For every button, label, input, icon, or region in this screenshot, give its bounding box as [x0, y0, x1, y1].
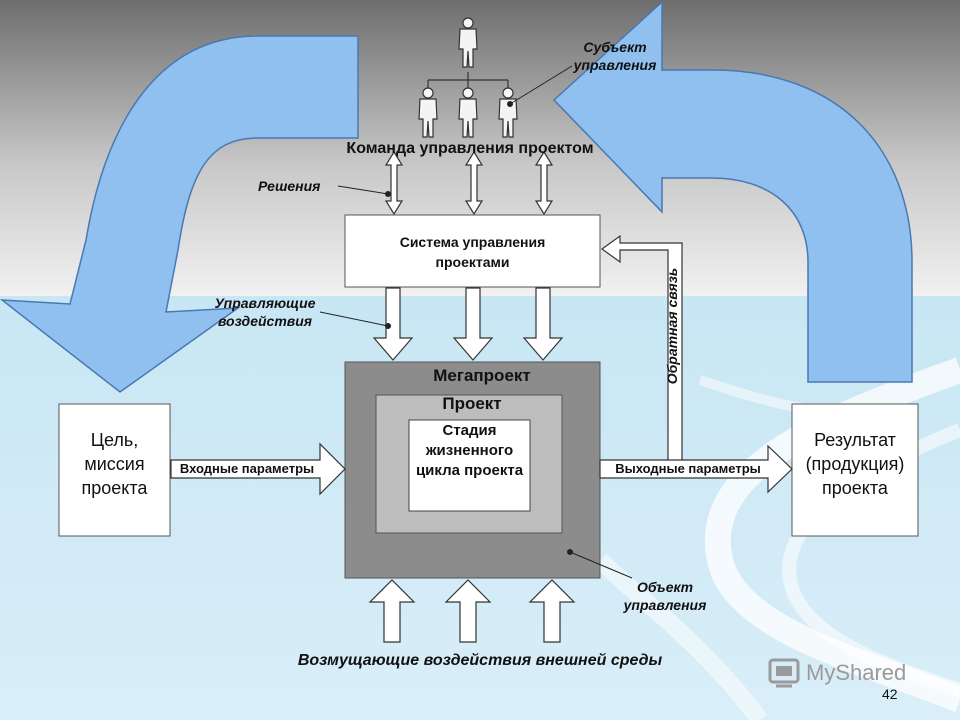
page-number: 42 [882, 686, 898, 702]
stage-box [408, 419, 531, 512]
control-label: Управляющие воздействия [214, 295, 316, 329]
stage-box-label: Стадия жизненного цикла проекта [415, 422, 524, 479]
leader-lines [319, 65, 633, 579]
result-box [791, 403, 919, 537]
goal-box-label: Цель, миссия проекта [81, 430, 148, 498]
big-left-curved-arrow [0, 35, 359, 393]
object-label: Объект управления [623, 579, 707, 613]
output-arrow [599, 444, 793, 494]
double-arrow-3 [534, 150, 554, 216]
person-icon [418, 87, 438, 138]
up-arrow-1 [368, 579, 416, 643]
control-arrows [372, 287, 564, 361]
system-box [344, 214, 601, 288]
feedback-label: Обратная связь [664, 267, 680, 385]
double-arrow-1 [384, 150, 404, 216]
team-title: Команда управления проектом [346, 140, 594, 157]
disturbances-label: Возмущающие воздействия внешней среды [297, 652, 663, 669]
up-arrow-3 [528, 579, 576, 643]
person-icon [458, 87, 478, 138]
feedback-arrow [600, 234, 683, 463]
goal-box [58, 403, 171, 537]
down-arrow-2 [452, 287, 494, 361]
output-label: Выходные параметры [615, 461, 761, 476]
myshared-logo [768, 658, 800, 688]
decisions-label: Решения [258, 178, 321, 194]
logo-text: MyShared [806, 660, 907, 685]
person-icon [458, 17, 478, 68]
input-arrow [170, 442, 346, 496]
megaproject-label: Мегапроект [433, 366, 531, 385]
team-hierarchy [427, 72, 509, 88]
input-label: Входные параметры [179, 461, 315, 476]
result-box-label: Результат (продукция) проекта [805, 430, 905, 498]
up-arrow-2 [444, 579, 492, 643]
down-arrow-1 [372, 287, 414, 361]
big-right-curved-arrow [552, 0, 913, 383]
system-box-label: Система управления проектами [399, 234, 546, 270]
project-label: Проект [442, 394, 502, 413]
person-icon [498, 87, 518, 138]
disturbance-arrows [368, 579, 576, 643]
decision-arrows [384, 150, 554, 216]
down-arrow-3 [522, 287, 564, 361]
subject-label: Субъект управления [573, 39, 657, 73]
double-arrow-2 [464, 150, 484, 216]
